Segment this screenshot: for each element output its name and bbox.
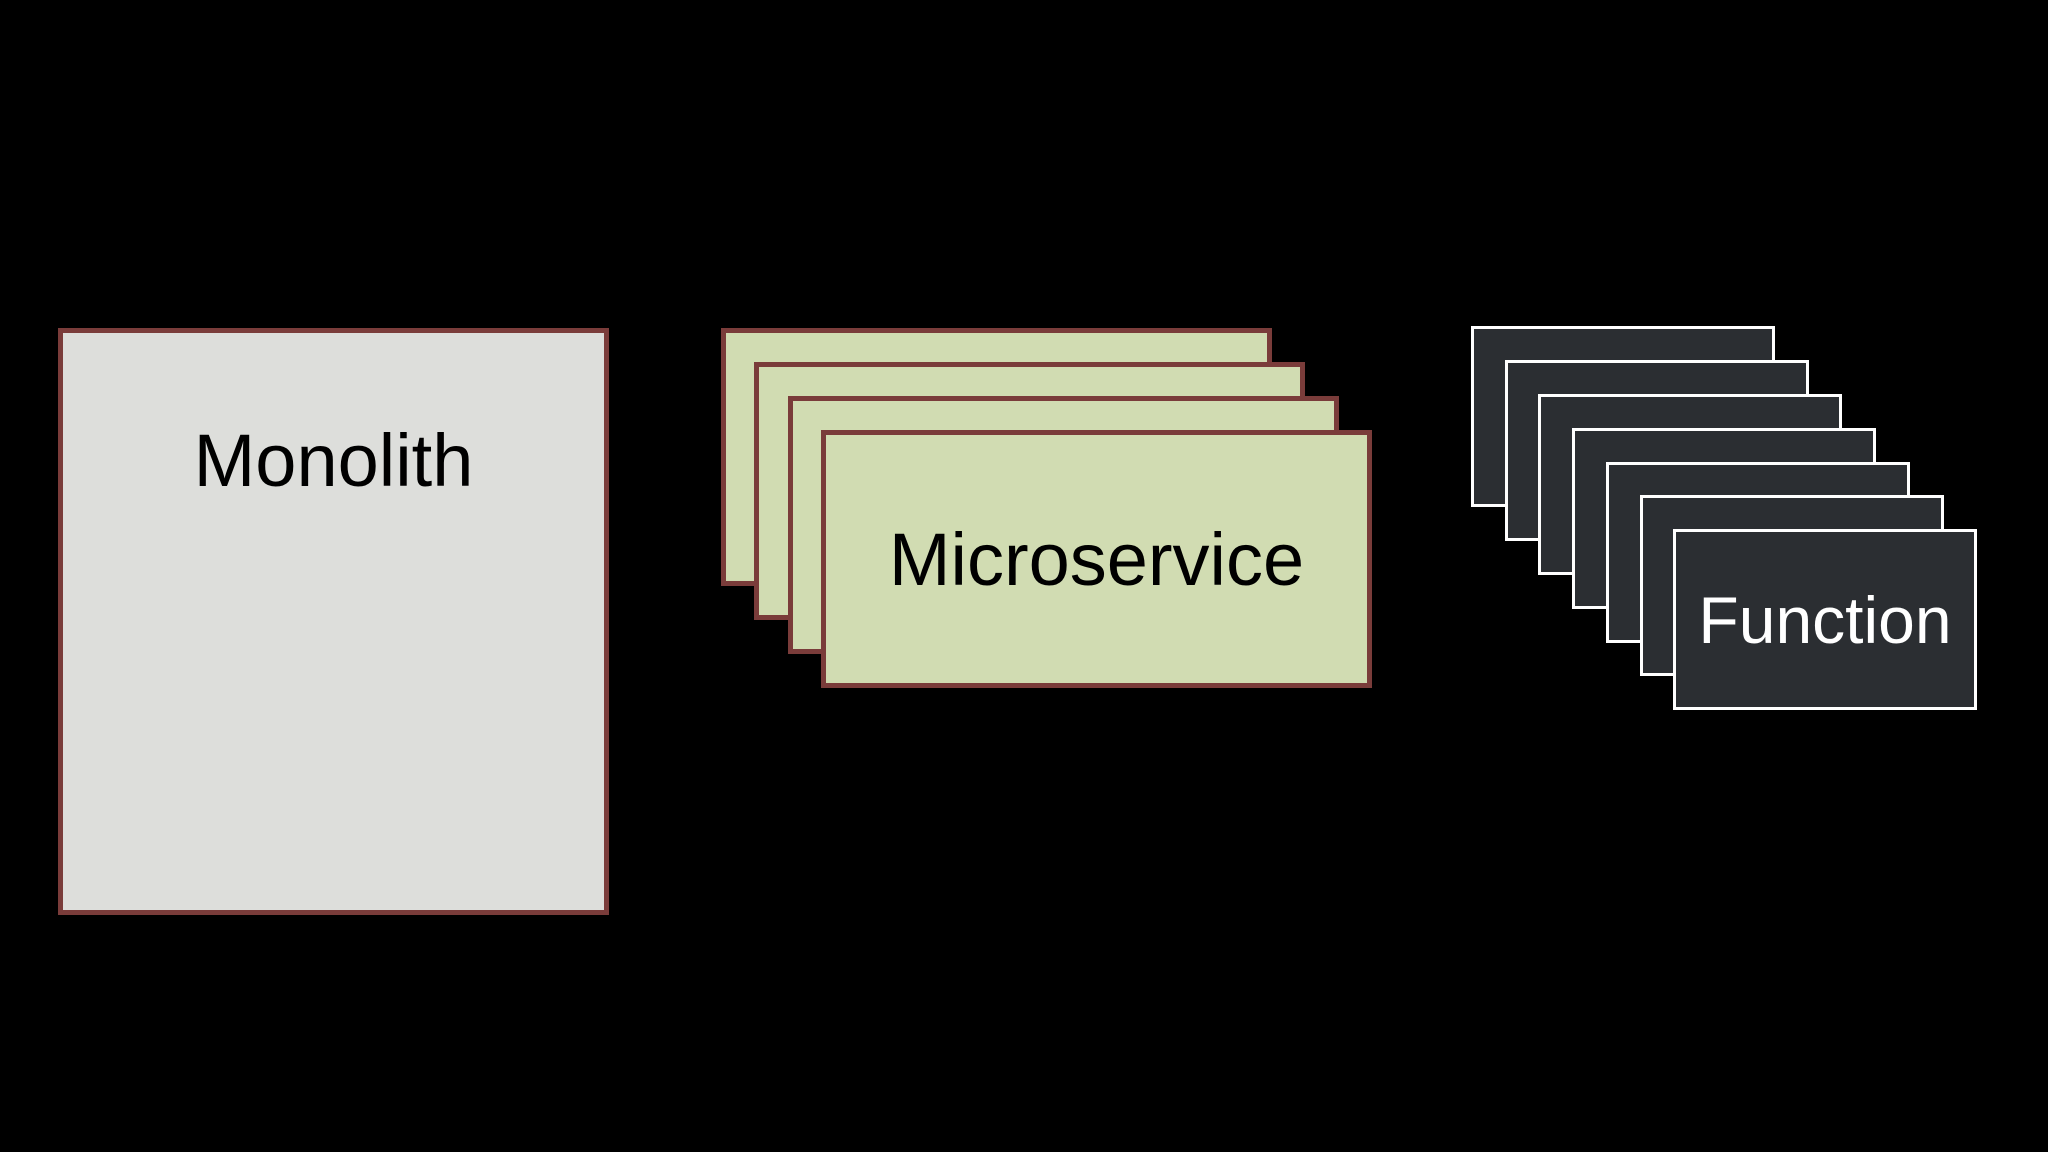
microservice-card-front: Microservice — [821, 430, 1372, 688]
monolith-box: Monolith — [58, 328, 609, 915]
function-label: Function — [1698, 582, 1952, 657]
microservice-label: Microservice — [888, 517, 1305, 601]
monolith-label: Monolith — [193, 419, 474, 502]
function-card-front: Function — [1673, 529, 1977, 710]
